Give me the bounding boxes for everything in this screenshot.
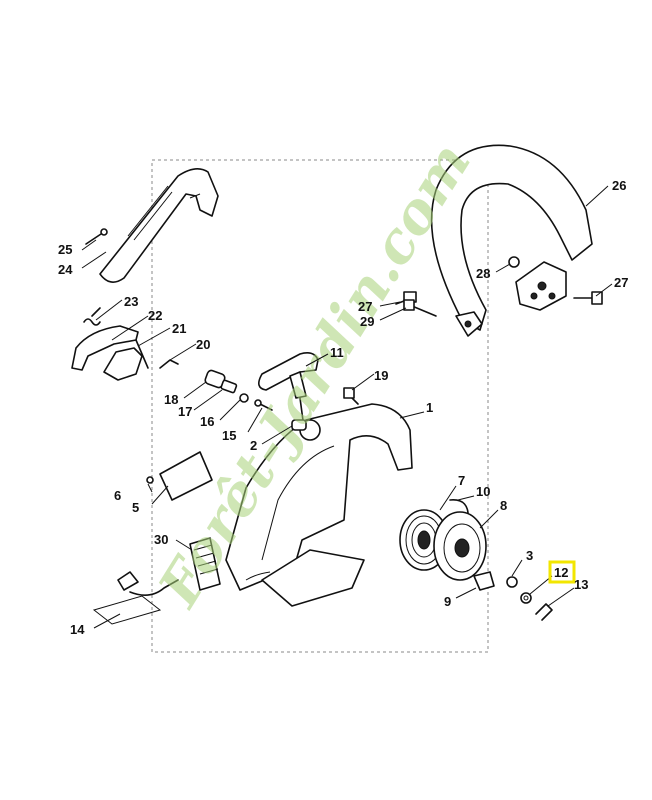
callout-12: 12 [554,565,568,580]
callout-18: 18 [164,392,178,407]
part-16-washer [239,393,249,403]
callout-7: 7 [458,473,465,488]
callout-15: 15 [222,428,236,443]
part-9-pawl [473,571,495,591]
callout-3: 3 [526,548,533,563]
part-30-grille [189,537,221,591]
callout-11: 11 [330,345,344,360]
assembly-boundary [151,159,489,653]
callout-19: 19 [374,368,388,383]
part-29-bolt [403,299,437,317]
part-13-spring-clip [535,603,553,621]
callout-23: 23 [124,294,138,309]
callout-10: 10 [476,484,490,499]
part-5-plate [159,451,213,501]
callout-13: 13 [574,577,588,592]
callout-labels: 1 2 3 5 6 7 8 9 10 11 12 13 14 15 16 17 … [58,178,628,637]
part-1-fan-housing [225,403,413,591]
part-12-washer [520,592,532,604]
part-21-trigger-lock [103,339,149,381]
callout-21: 21 [172,321,186,336]
callout-14: 14 [70,622,85,637]
part-8-rope-rotor [433,511,487,581]
callout-26: 26 [612,178,626,193]
part-3-screw [506,576,518,588]
part-15-screw [254,399,273,411]
part-28-nut [508,256,520,268]
part-26-handlebar [430,144,593,337]
part-19-screw [343,387,359,405]
callout-28: 28 [476,266,490,281]
callout-24: 24 [58,262,73,277]
callout-16: 16 [200,414,214,429]
callout-6: 6 [114,488,121,503]
part-14-contact-spring [92,571,179,625]
callout-22: 22 [148,308,162,323]
housing-base-plate [261,549,365,607]
part-17-spacer [220,379,238,394]
callout-2: 2 [250,438,257,453]
part-22-throttle-lever [71,325,139,371]
part-20-pin [159,359,179,369]
callout-1: 1 [426,400,433,415]
part-23-spring [83,307,101,326]
part-27-screw-right [573,291,603,305]
part-24-handle-cover [99,168,219,283]
callout-29: 29 [360,314,374,329]
callout-25: 25 [58,242,72,257]
callout-17: 17 [178,404,192,419]
callout-30: 30 [154,532,168,547]
leader-lines [81,185,613,629]
callout-12-highlight [548,560,576,584]
callout-9: 9 [444,594,451,609]
callout-27-right: 27 [614,275,628,290]
part-2-guide-bush [291,419,307,431]
part-25-screw [85,228,108,245]
callout-5: 5 [132,500,139,515]
callout-8: 8 [500,498,507,513]
callout-20: 20 [196,337,210,352]
callout-27-left: 27 [358,299,372,314]
part-6-screw [146,476,154,484]
